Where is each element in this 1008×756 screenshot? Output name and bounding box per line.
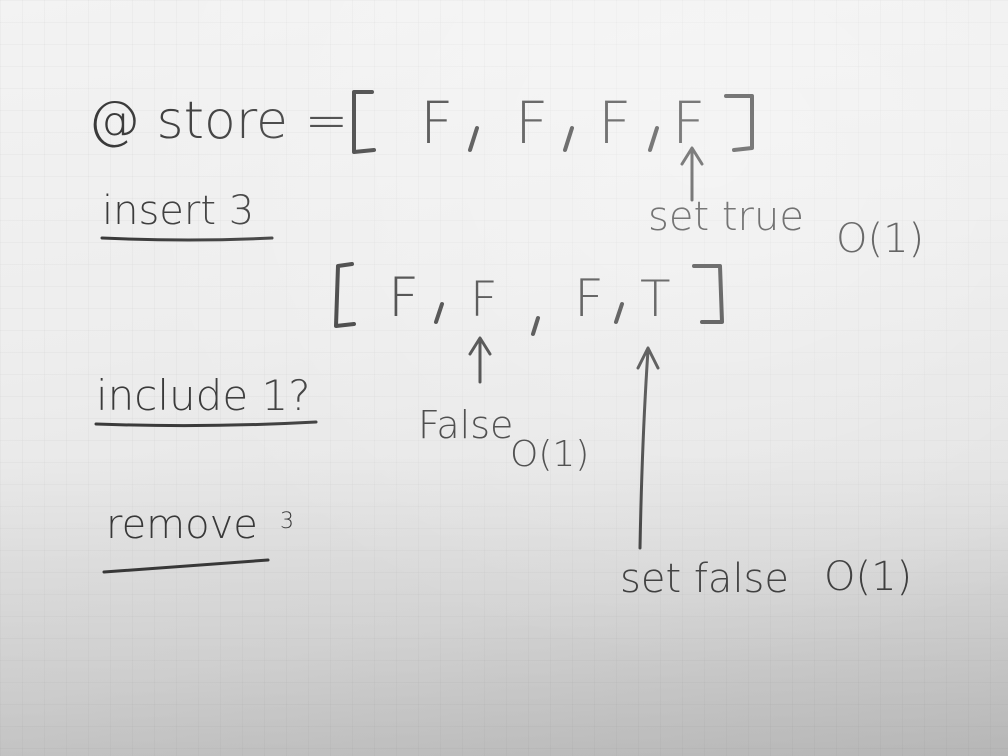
- up-arrow-icon: [680, 146, 704, 202]
- remove-value: 3: [280, 509, 294, 534]
- include-label: include 1?: [96, 371, 311, 420]
- insert-label: insert 3: [102, 188, 254, 234]
- remove-section: remove 3 set false O(1): [102, 346, 912, 602]
- array-cell-3: F: [574, 269, 604, 329]
- store-cell-3: F: [598, 89, 631, 157]
- include-note: False: [418, 403, 513, 447]
- remove-underline: [102, 558, 270, 574]
- close-bracket: [692, 264, 724, 324]
- insert-section: insert 3 set true O(1): [100, 146, 924, 262]
- up-arrow-icon: [636, 346, 660, 550]
- remove-complexity: O(1): [824, 554, 912, 600]
- comma: [468, 126, 479, 152]
- comma: [531, 316, 540, 336]
- remove-note: set false: [620, 556, 789, 602]
- open-bracket: [334, 262, 356, 328]
- array-cell-1: F: [388, 266, 419, 329]
- insert-note: set true: [648, 194, 804, 240]
- comma: [614, 302, 624, 324]
- array-after-insert: F F F T: [334, 262, 724, 336]
- include-complexity: O(1): [510, 434, 589, 475]
- store-label: @ store =: [88, 91, 348, 151]
- array-cell-4: T: [640, 270, 671, 328]
- open-bracket: [352, 90, 376, 154]
- close-bracket: [724, 94, 754, 152]
- include-section: include 1? False O(1): [94, 336, 589, 475]
- insert-complexity: O(1): [836, 216, 924, 262]
- include-underline: [94, 420, 318, 428]
- store-cell-4: F: [672, 89, 705, 157]
- up-arrow-icon: [468, 336, 492, 384]
- store-cell-2: F: [515, 89, 548, 157]
- insert-underline: [100, 236, 274, 242]
- remove-label: remove: [106, 502, 258, 548]
- store-cell-1: F: [420, 89, 453, 157]
- store-definition: @ store = F F F F: [88, 89, 754, 157]
- array-cell-2: F: [470, 272, 498, 328]
- comma: [648, 126, 659, 152]
- comma: [563, 126, 574, 152]
- comma: [434, 302, 444, 324]
